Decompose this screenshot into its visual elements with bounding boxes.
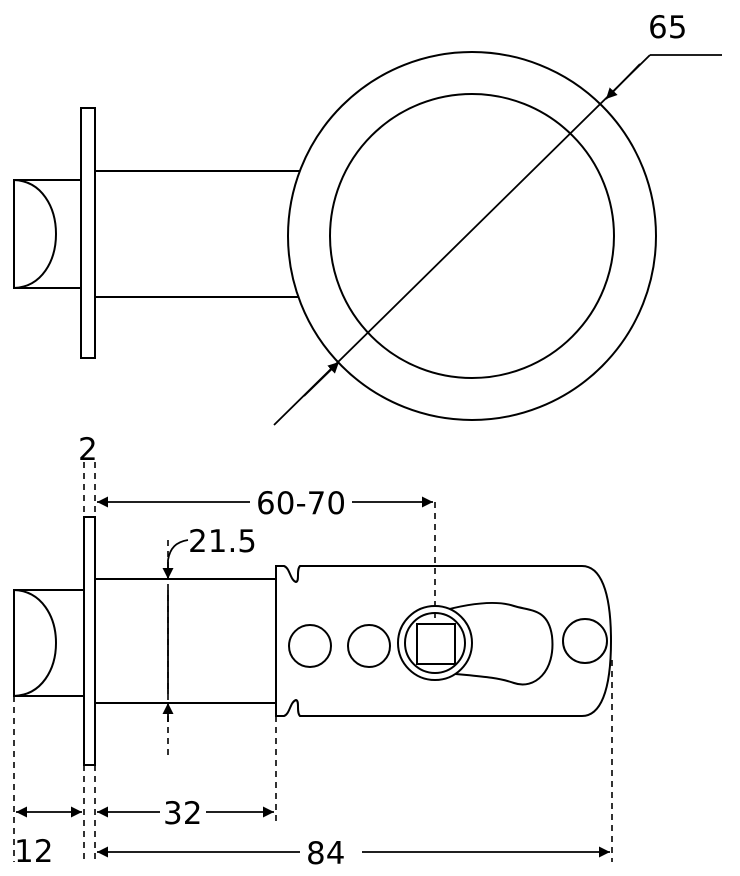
overall-length-label: 84 xyxy=(306,836,345,872)
bolt-diameter-label: 21.5 xyxy=(188,524,257,560)
tube-length-label: 32 xyxy=(163,796,202,832)
side-tube xyxy=(95,578,276,704)
top-tube xyxy=(95,170,300,298)
bolt-projection-label: 12 xyxy=(14,834,53,870)
rosette-outer-circle xyxy=(287,51,657,421)
top-view: 65 xyxy=(13,10,722,426)
mounting-hole-3 xyxy=(562,618,608,664)
top-faceplate xyxy=(80,107,96,359)
side-faceplate xyxy=(83,516,96,766)
spindle-square-hole xyxy=(416,623,456,665)
rosette-inner-circle xyxy=(329,93,615,379)
mounting-hole-1 xyxy=(288,624,332,668)
mounting-hole-2 xyxy=(347,624,391,668)
backset-label: 60-70 xyxy=(256,486,346,522)
backset-slot xyxy=(437,601,554,686)
side-latch-bolt xyxy=(13,589,85,697)
diameter-arrow-upper xyxy=(605,63,641,100)
rosette-diameter-label: 65 xyxy=(648,10,687,46)
diameter-arrow-lower xyxy=(303,361,340,397)
top-latch-bolt xyxy=(13,179,85,289)
faceplate-thickness-label: 2 xyxy=(78,432,98,468)
bolt-diameter-leader xyxy=(167,539,189,561)
side-view: 2 60-70 21.5 12 32 84 xyxy=(13,432,613,872)
